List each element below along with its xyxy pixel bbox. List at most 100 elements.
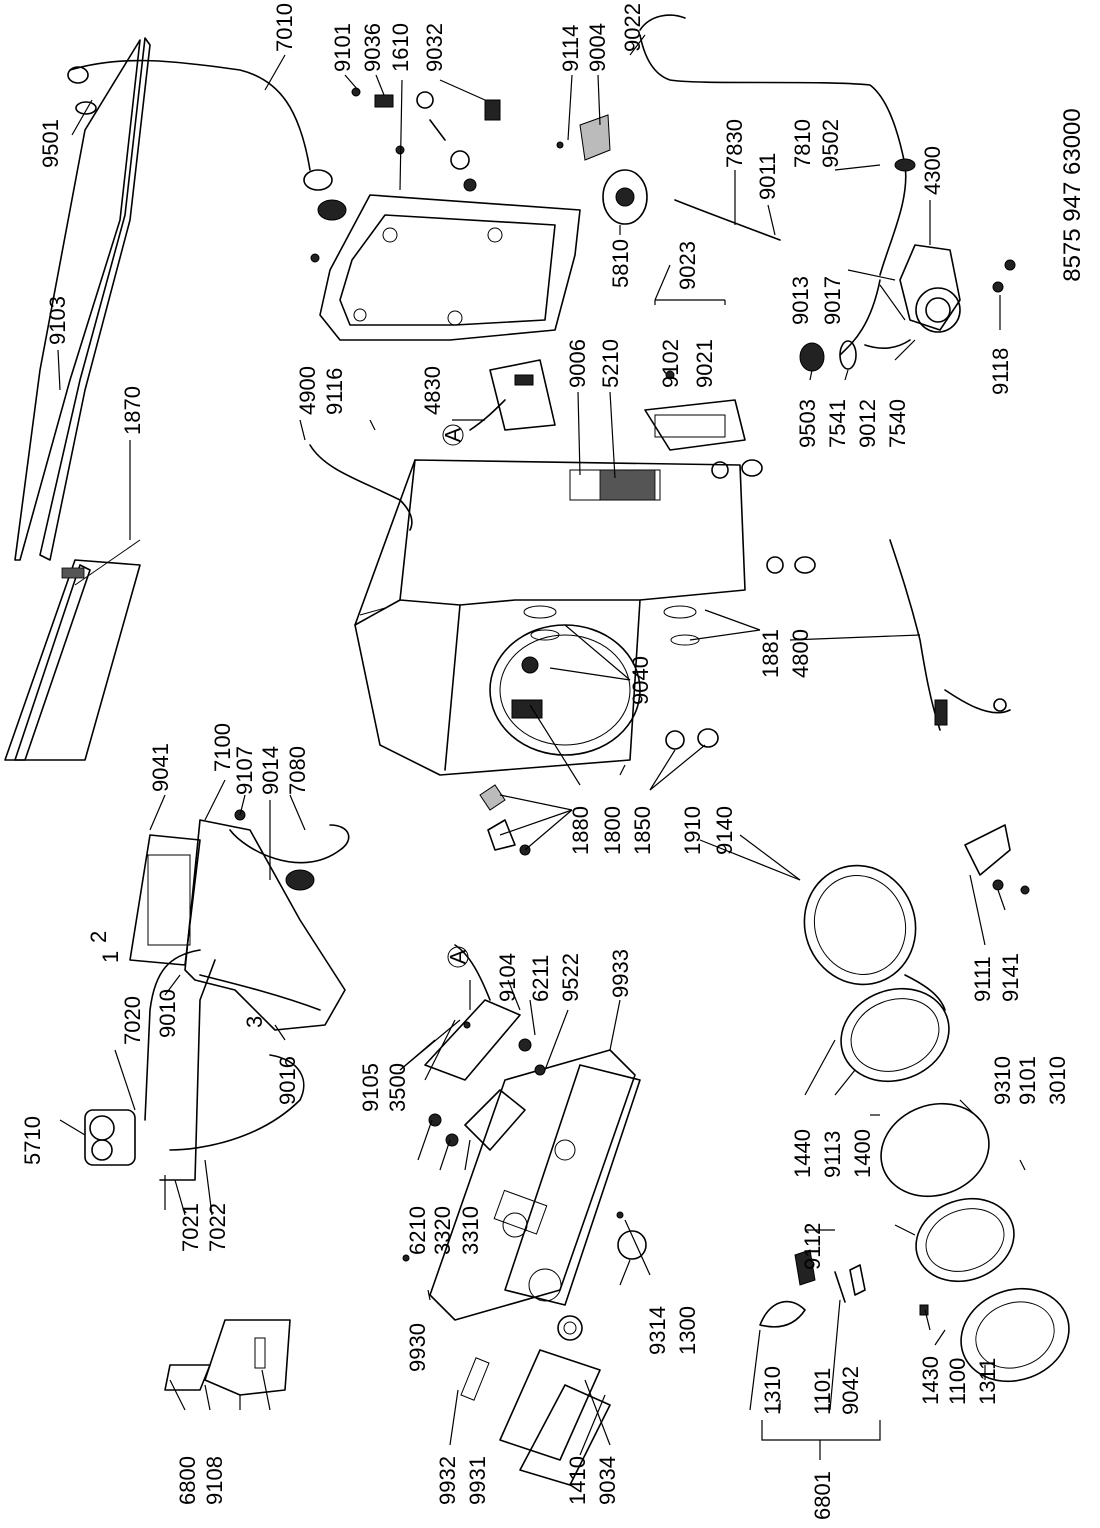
callout-label: 9013: [788, 276, 813, 325]
cabinet-body: [309, 444, 746, 776]
index-labels: 1 2 3: [86, 931, 267, 1028]
callout-label: 1880: [568, 806, 593, 855]
index-label-1: 1: [98, 951, 123, 963]
callout-label: 9118: [988, 348, 1013, 395]
callout-label: 9503: [795, 399, 820, 448]
callout-label: 1310: [760, 1366, 785, 1415]
callout-label: 9932: [435, 1456, 460, 1505]
callout-label: 7100: [210, 723, 235, 772]
door-handle-parts: [759, 1249, 866, 1328]
hinge-bracket: [556, 114, 611, 161]
callout-label: 5210: [598, 339, 623, 388]
callout-label: 9022: [620, 3, 645, 52]
connector-markers: A A: [441, 424, 471, 968]
callout-label: 4800: [788, 629, 813, 678]
callout-label: 6211: [528, 955, 553, 1002]
callout-label: 4830: [420, 366, 445, 415]
callout-label: 9101: [330, 23, 355, 72]
callout-label: 9931: [465, 1456, 490, 1505]
callout-label: 7541: [825, 399, 850, 448]
program-knob: [557, 1315, 583, 1341]
dispenser-housing: [129, 809, 350, 1031]
callout-label: 1881: [758, 629, 783, 678]
callout-label: 7022: [205, 1203, 230, 1252]
callout-label: 1850: [630, 806, 655, 855]
callout-label: 1311: [975, 1358, 1000, 1405]
callout-label: 3310: [458, 1206, 483, 1255]
inlet-hose: [67, 59, 347, 221]
callout-label: 9011: [755, 153, 780, 200]
index-label-2: 2: [86, 931, 111, 943]
callout-label: 3010: [1045, 1056, 1070, 1105]
callout-label: 3320: [430, 1206, 455, 1255]
control-pcb: [424, 944, 521, 1081]
callout-label: 4900: [295, 366, 320, 415]
callout-label: 9040: [628, 656, 653, 705]
callout-label: 9021: [692, 339, 717, 388]
connector-marker-a-bottom: A: [446, 949, 471, 964]
callout-label: 9310: [990, 1056, 1015, 1105]
callout-label: 9041: [148, 743, 173, 792]
door-hinge: [964, 824, 1030, 895]
callout-label: 9114: [558, 25, 583, 72]
callout-label: 9501: [38, 119, 63, 168]
water-valve: [84, 1109, 136, 1166]
callout-label: 9034: [595, 1456, 620, 1505]
callout-label: 9141: [998, 953, 1023, 1002]
callout-leaders: [57, 34, 1026, 1460]
callout-label: 1610: [388, 23, 413, 72]
index-label-3: 3: [242, 1016, 267, 1028]
callout-label: 9522: [558, 953, 583, 1002]
callout-label: 1870: [120, 386, 145, 435]
callout-label: 7830: [722, 119, 747, 168]
callout-label: 9113: [820, 1131, 845, 1178]
callout-label: 7080: [285, 746, 310, 795]
callout-label: 6210: [405, 1206, 430, 1255]
callout-label: 9006: [565, 339, 590, 388]
callout-label: 9116: [322, 368, 347, 415]
callout-label: 3500: [385, 1063, 410, 1112]
top-fasteners: [310, 87, 501, 263]
callout-label: 6800: [175, 1456, 200, 1505]
wiring-harness: [889, 539, 1011, 731]
callout-label: 5710: [20, 1116, 45, 1165]
callout-label: 9103: [45, 296, 70, 345]
callout-label: 9023: [675, 241, 700, 290]
callout-label: 9032: [422, 23, 447, 72]
callout-label: 9104: [495, 953, 520, 1002]
document-number: 8575 947 63000: [1059, 108, 1086, 282]
drawer-front: [460, 1349, 611, 1486]
callout-label: 1410: [565, 1456, 590, 1505]
callout-label: 9314: [645, 1306, 670, 1355]
callout-label: 9102: [658, 339, 683, 388]
callout-label: 9017: [820, 276, 845, 325]
callout-label: 4300: [920, 146, 945, 195]
callout-label: 1300: [675, 1306, 700, 1355]
callout-label: 9101: [1015, 1056, 1040, 1105]
door-seal-rings: [803, 864, 950, 1083]
callout-label: 1100: [945, 1358, 970, 1405]
control-board: [469, 359, 556, 431]
door-assembly: [880, 1102, 1070, 1383]
drain-pump: [799, 244, 1016, 372]
top-cover-panel: [4, 37, 151, 761]
callout-label: 9004: [585, 23, 610, 72]
callout-label: 9010: [155, 989, 180, 1038]
callout-label: 9502: [818, 119, 843, 168]
callout-label: 9112: [800, 1223, 825, 1270]
back-panel: [319, 194, 581, 341]
callout-label: 9014: [258, 746, 283, 795]
callout-label: 7020: [120, 996, 145, 1045]
callout-label: 9105: [358, 1063, 383, 1112]
callout-label: 1440: [790, 1129, 815, 1178]
callout-label: 9016: [275, 1056, 300, 1105]
callout-label: 9933: [608, 949, 633, 998]
callout-label: 9012: [855, 399, 880, 448]
callout-label: 9111: [970, 956, 995, 1002]
callout-label: 9930: [405, 1323, 430, 1372]
detergent-drawer: [164, 1319, 291, 1396]
callout-label: 9108: [202, 1456, 227, 1505]
callout-label: 1910: [680, 806, 705, 855]
adjustable-feet: [665, 459, 816, 750]
